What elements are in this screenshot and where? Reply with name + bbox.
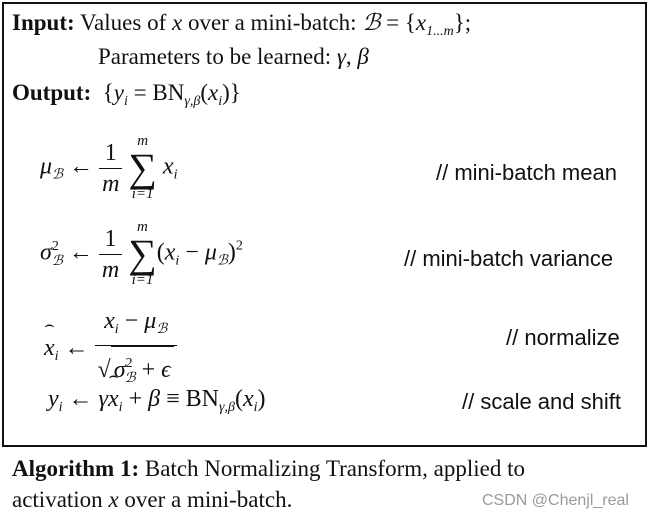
params-text: Parameters to be learned: — [98, 44, 337, 69]
caption-text-b: activation — [12, 487, 109, 512]
params-line: Parameters to be learned: γ, β — [98, 44, 369, 69]
output-line: Output: {yi = BNγ,β(xi)} — [12, 80, 241, 109]
input-line: Input: Values of x over a mini-batch: ℬ … — [12, 10, 472, 39]
scale-shift-formula: yi ← γxi + β ≡ BNγ,β(xi) — [48, 368, 265, 416]
caption-line-1: Algorithm 1: Batch Normalizing Transform… — [12, 456, 525, 482]
algorithm-box — [2, 2, 647, 447]
input-text-a: Values of — [80, 10, 172, 35]
scale-shift-comment: // scale and shift — [462, 389, 621, 414]
output-label: Output: — [12, 80, 92, 105]
caption-text-c: over a mini-batch. — [118, 487, 293, 512]
variance-comment: // mini-batch variance — [404, 246, 614, 271]
caption-text-a: Batch Normalizing Transform, applied to — [144, 456, 525, 481]
caption-line-2: activation x over a mini-batch. — [12, 487, 293, 512]
normalize-formula: xi ← xi − μℬ √σ2ℬ + ϵ — [44, 306, 177, 393]
mean-comment: // mini-batch mean — [436, 160, 617, 185]
caption-label: Algorithm 1: — [12, 456, 140, 481]
watermark: CSDN @Chenjl_real — [482, 492, 629, 509]
normalize-comment: // normalize — [506, 325, 620, 350]
input-label: Input: — [12, 10, 75, 35]
input-text-b: over a mini-batch: — [182, 10, 363, 35]
